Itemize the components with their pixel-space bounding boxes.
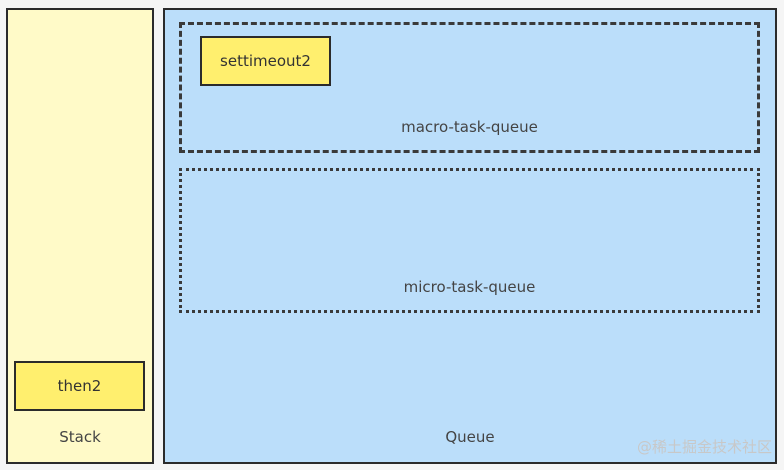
micro-task-queue-label: micro-task-queue — [403, 278, 536, 296]
queue-label: Queue — [445, 428, 495, 446]
macro-task-queue-label: macro-task-queue — [401, 118, 538, 136]
stack-item-then2: then2 — [14, 361, 145, 411]
macro-task-settimeout2: settimeout2 — [200, 36, 331, 86]
stack-label: Stack — [59, 428, 101, 446]
watermark: @稀土掘金技术社区 — [636, 438, 772, 456]
macro-task-queue-box — [179, 22, 760, 153]
micro-task-queue-box — [179, 168, 760, 313]
